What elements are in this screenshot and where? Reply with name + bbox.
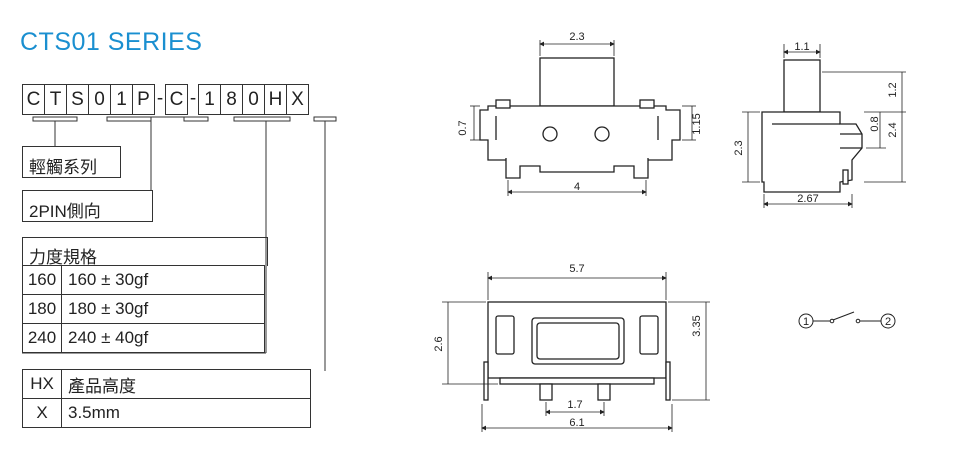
series-label: 輕觸系列: [29, 158, 97, 177]
dim-front-right: 1.15: [691, 113, 703, 134]
dim-side-top: 1.1: [794, 41, 809, 53]
dim-bottom-width: 5.7: [569, 263, 584, 275]
dim-bottom-left: 2.6: [433, 336, 445, 351]
force-value: 180 ± 30gf: [61, 294, 265, 324]
dim-side-right-mid: 0.8: [869, 116, 881, 131]
pin-box: 2PIN側向: [22, 190, 153, 222]
switch-schematic: [798, 311, 896, 329]
force-key: 240: [22, 323, 62, 353]
series-box: 輕觸系列: [22, 146, 121, 178]
force-header: 力度規格: [29, 248, 97, 267]
pin-label: 2PIN側向: [29, 202, 101, 221]
dim-front-top: 2.3: [569, 31, 584, 43]
table-row: 240 240 ± 40gf: [22, 323, 265, 353]
dim-side-right-full: 2.4: [887, 122, 899, 137]
side-view: [761, 59, 863, 193]
height-table: HX 產品高度 X 3.5mm: [22, 369, 311, 428]
pin2-label: 2: [885, 316, 891, 328]
dim-bottom-pin: 1.7: [567, 399, 582, 411]
code-char: X: [286, 84, 309, 115]
pin1-label: 1: [803, 316, 809, 328]
force-key: 180: [22, 294, 62, 324]
part-code: C T S 0 1 P - C - 1 8 0 H X: [22, 84, 309, 115]
force-value: 160 ± 30gf: [61, 265, 265, 295]
series-title: CTS01 SERIES: [20, 28, 203, 56]
code-char: P: [132, 84, 155, 115]
table-row: 180 180 ± 30gf: [22, 294, 265, 324]
dim-side-left: 2.3: [733, 140, 745, 155]
code-dash: -: [189, 87, 197, 109]
code-char: C: [165, 84, 188, 115]
table-row: 160 160 ± 30gf: [22, 265, 265, 295]
dim-front-left: 0.7: [457, 120, 469, 135]
dim-side-bottom: 2.67: [797, 193, 818, 205]
height-key: HX: [22, 369, 62, 399]
force-value: 240 ± 40gf: [61, 323, 265, 353]
table-row: X 3.5mm: [22, 398, 311, 428]
force-key: 160: [22, 265, 62, 295]
dim-front-bottom: 4: [574, 181, 580, 193]
force-table: 160 160 ± 30gf 180 180 ± 30gf 240 240 ± …: [22, 265, 265, 353]
height-value: 3.5mm: [61, 398, 311, 428]
dim-bottom-right: 3.35: [691, 315, 703, 336]
force-header-box: 力度規格: [22, 237, 268, 267]
dim-side-right-top: 1.2: [887, 82, 899, 97]
front-view: [479, 57, 681, 179]
dim-bottom-total: 6.1: [569, 417, 584, 429]
code-dash: -: [156, 87, 164, 109]
bottom-view: [483, 301, 671, 401]
